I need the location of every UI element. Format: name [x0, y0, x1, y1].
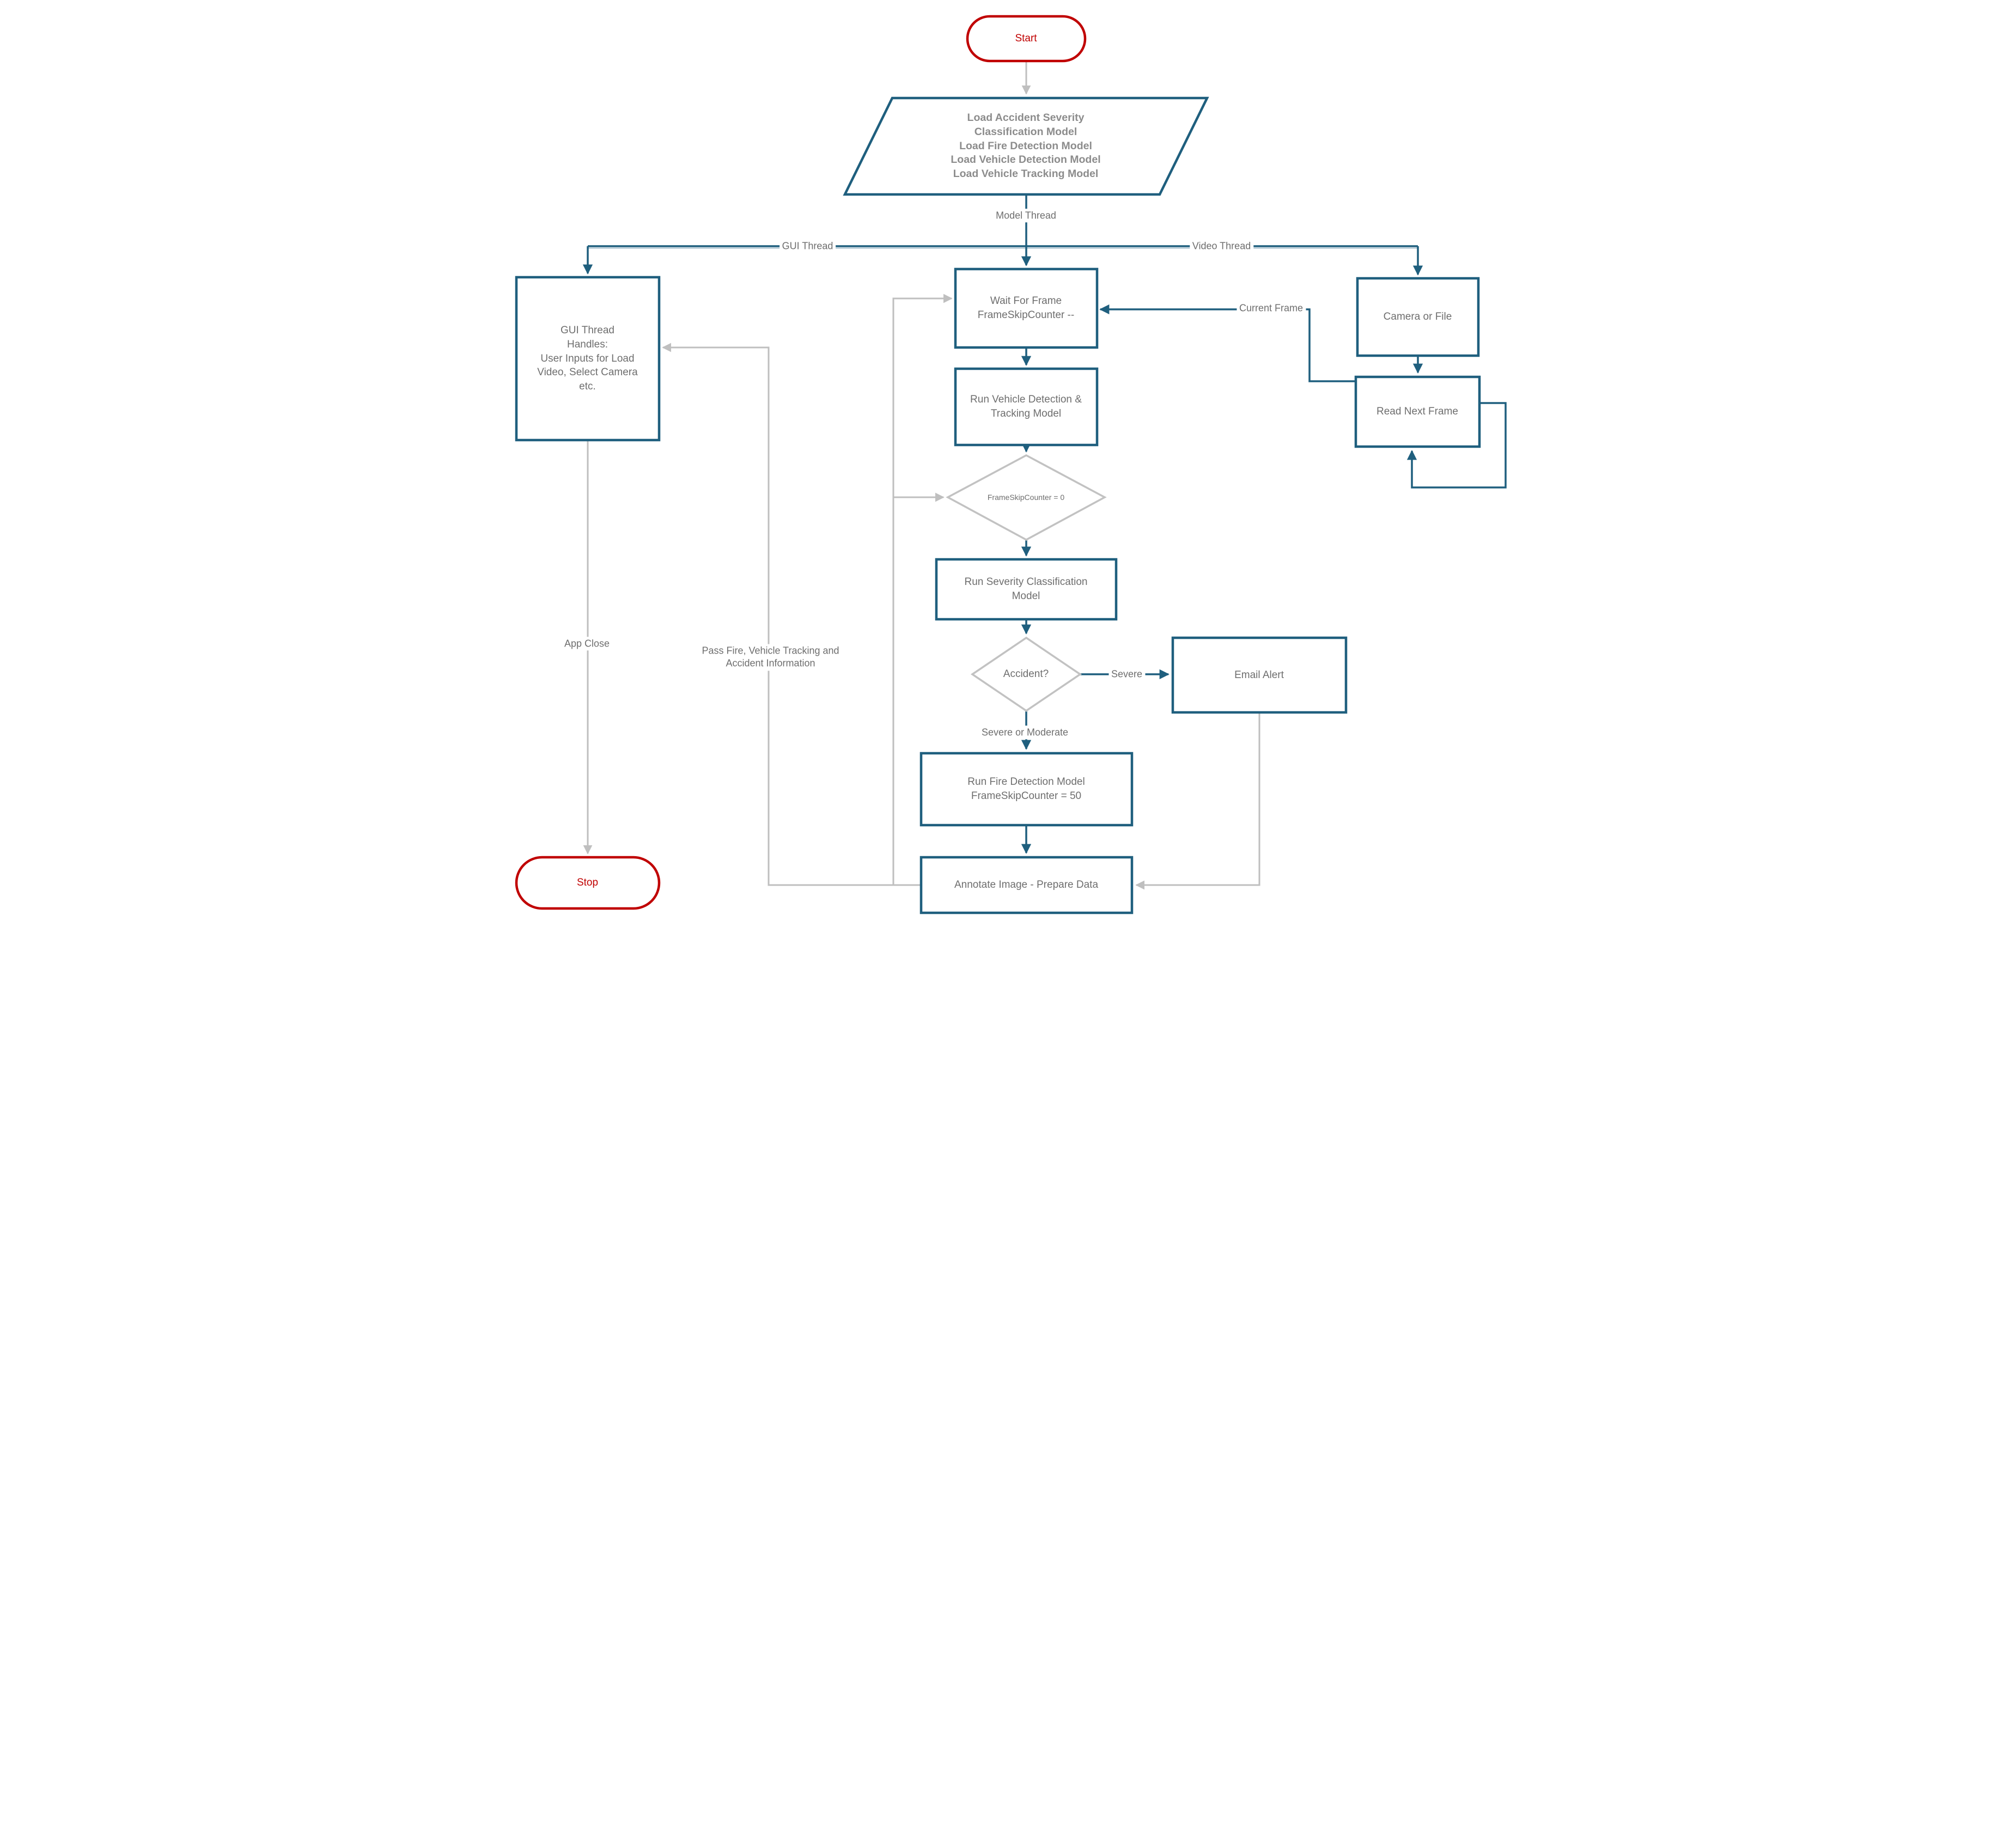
camera-file-box — [1356, 277, 1479, 357]
start-terminal — [966, 15, 1086, 63]
accident-decision-diamond — [970, 636, 1082, 712]
stop-terminal — [515, 856, 660, 910]
connector-annotate-to-wait — [892, 294, 953, 885]
annotate-box — [919, 856, 1133, 914]
email-alert-box — [1171, 636, 1347, 714]
connector-read-loop — [1406, 402, 1507, 489]
flowchart-graphics — [515, 15, 1507, 914]
load-models-parallelogram — [842, 96, 1209, 196]
run-fire-box — [919, 752, 1133, 827]
connector-read-to-wait — [1099, 304, 1356, 382]
run-severity-box — [935, 558, 1117, 621]
connector-annotate-to-gui — [661, 343, 921, 886]
run-vehicle-box — [954, 367, 1098, 447]
wait-frame-box — [954, 267, 1098, 349]
connector-email-to-annotate — [1135, 712, 1260, 890]
frameskip-decision-diamond — [945, 454, 1107, 541]
gui-handles-box — [515, 276, 660, 442]
flowchart-canvas: Start Load Accident Severity Classificat… — [504, 0, 1512, 915]
read-frame-box — [1354, 375, 1481, 448]
